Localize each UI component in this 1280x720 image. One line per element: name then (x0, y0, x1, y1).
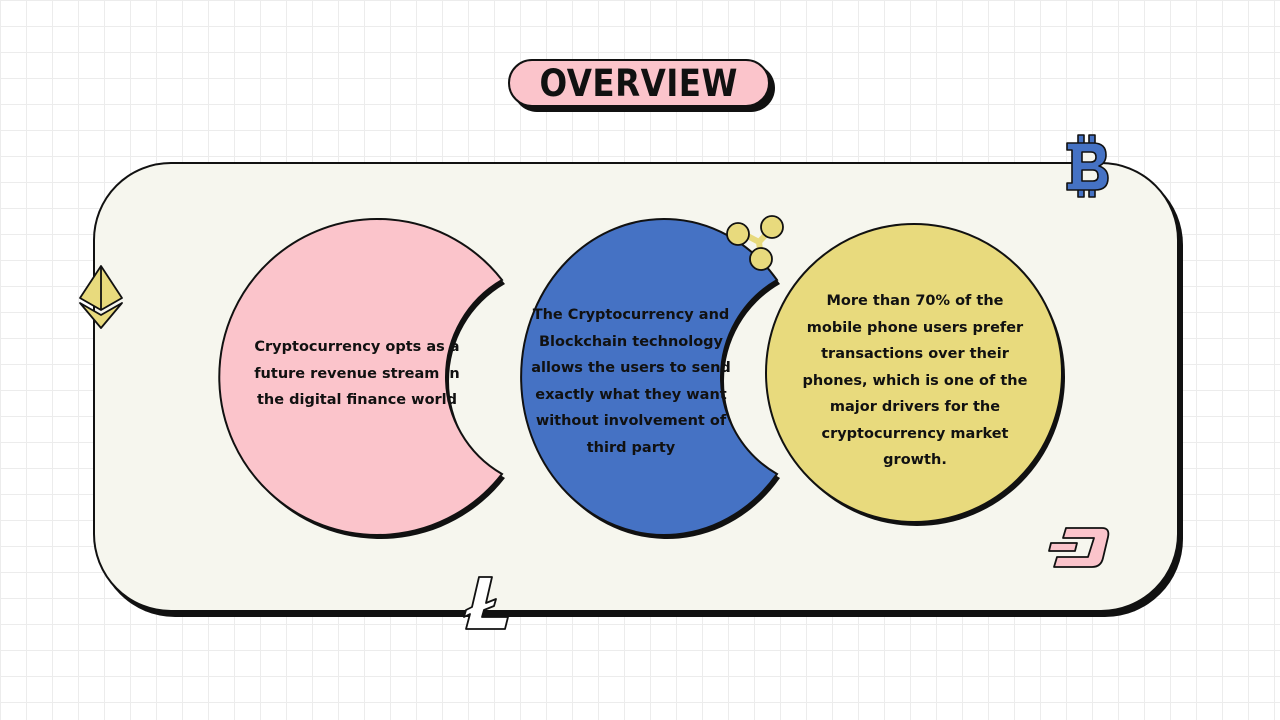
title-pill: OVERVIEW (508, 59, 770, 107)
page-title: OVERVIEW (539, 61, 739, 105)
item-1-text: Cryptocurrency opts as a future revenue … (254, 339, 460, 408)
item-3-text: More than 70% of the mobile phone users … (802, 293, 1028, 468)
ripple-icon (726, 215, 784, 271)
bitcoin-icon (1066, 134, 1109, 198)
pink-circle (218, 218, 504, 536)
litecoin-icon (463, 576, 509, 630)
yellow-circle (765, 223, 1063, 523)
dash-icon (1048, 527, 1110, 568)
item-2-text: The Cryptocurrency and Blockchain techno… (531, 307, 731, 456)
ethereum-icon (79, 265, 123, 329)
blue-circle (520, 218, 779, 536)
